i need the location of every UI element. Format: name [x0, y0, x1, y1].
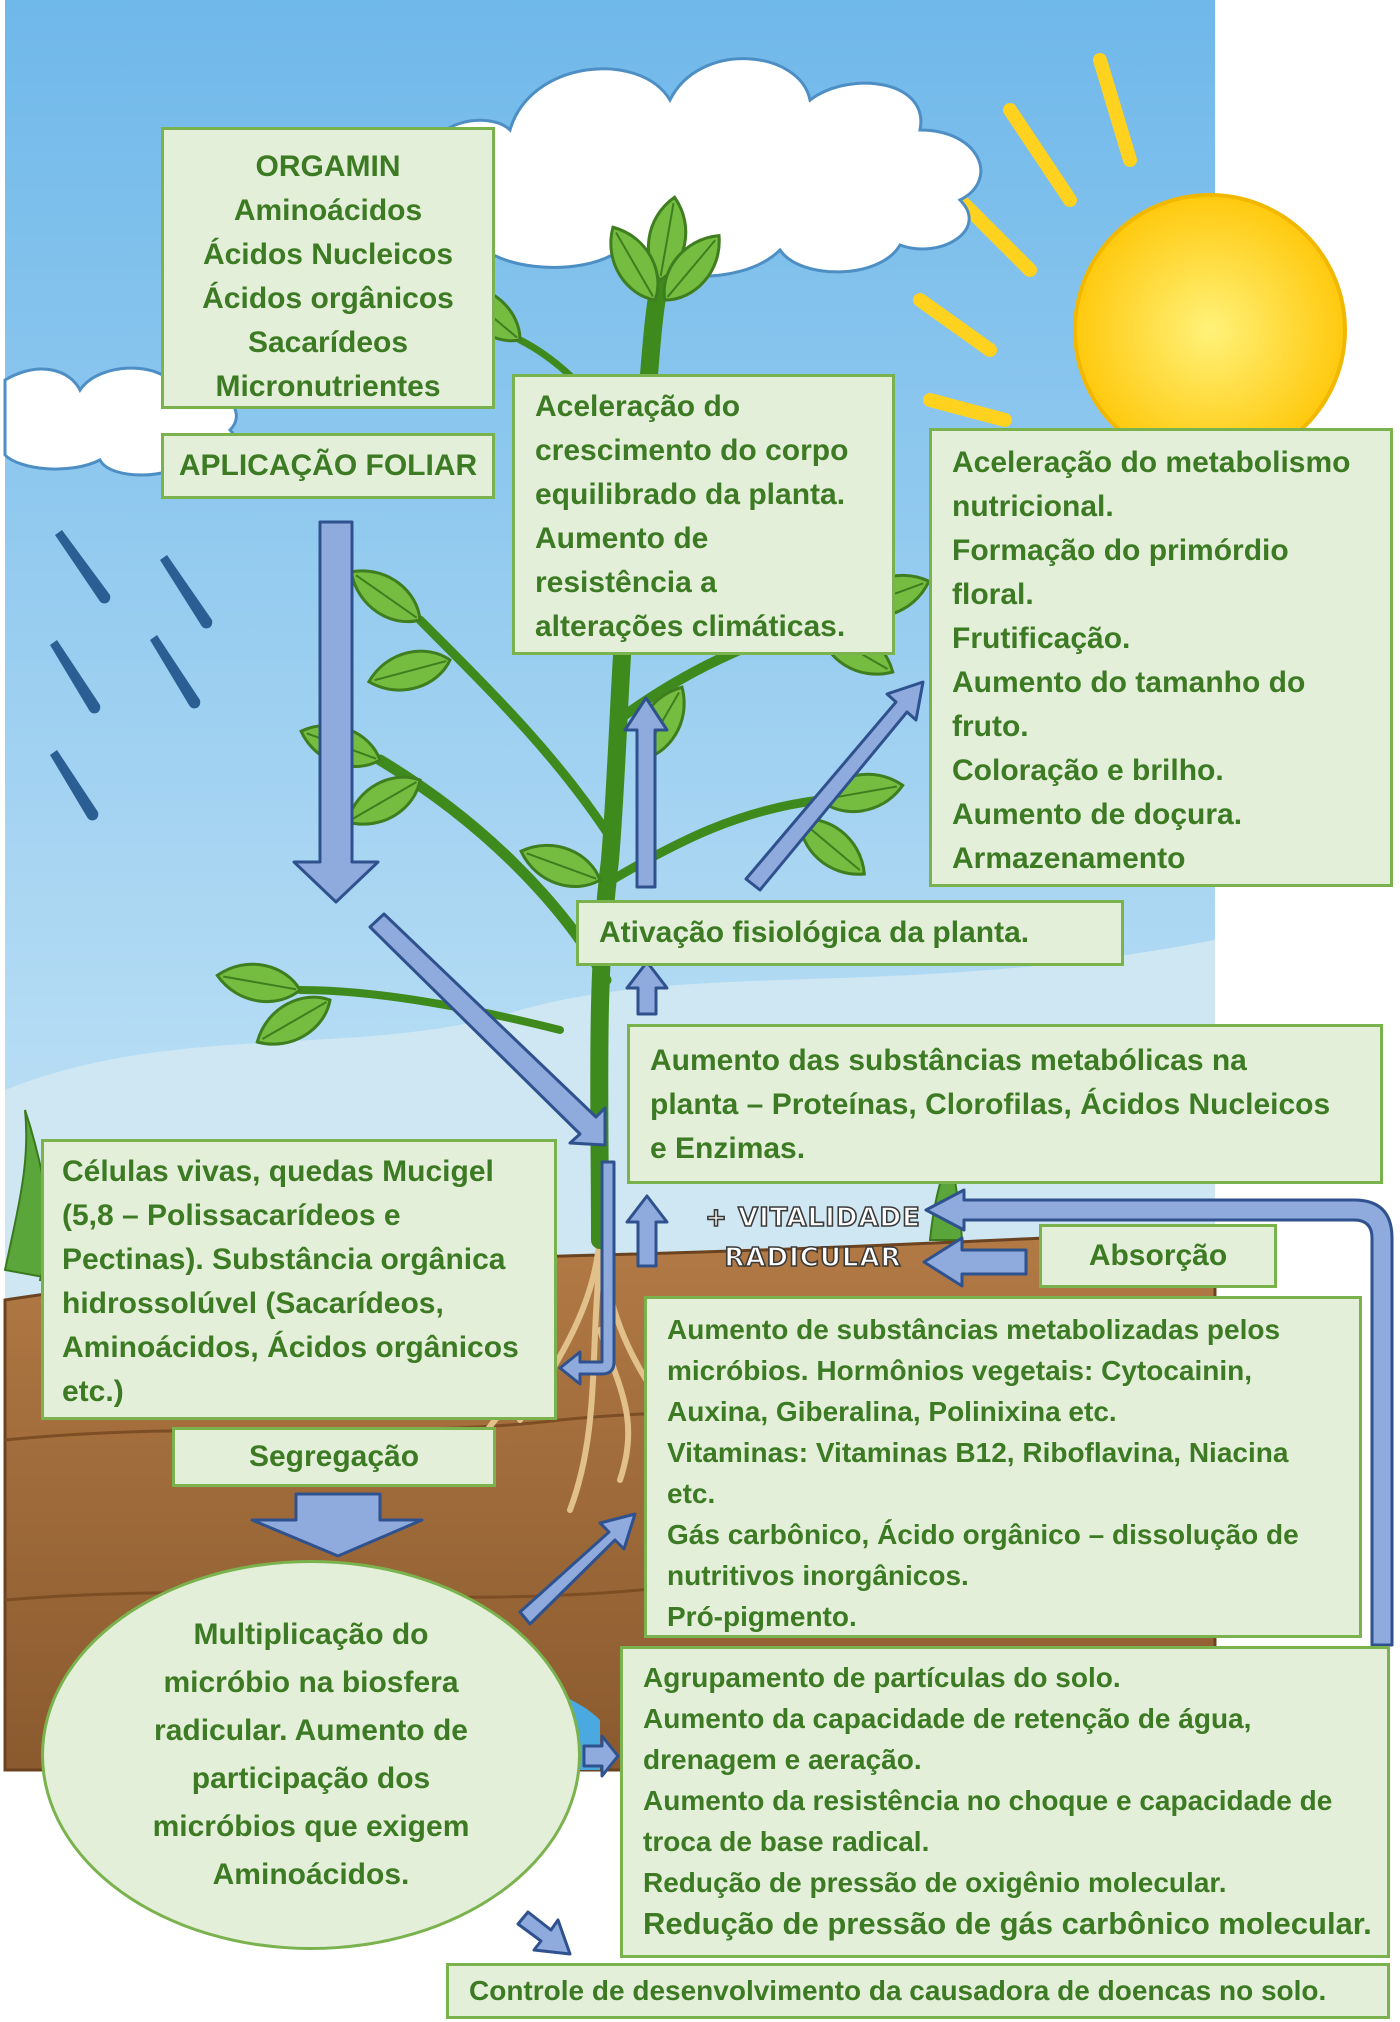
microbe-substances-line: Auxina, Giberalina, Polinixina etc. [667, 1396, 1117, 1427]
absorption-box: Absorção [1039, 1224, 1277, 1288]
microbe-ellipse-line: participação dos [191, 1762, 431, 1795]
growth-box: Aceleração do crescimento do corpo equil… [512, 374, 895, 655]
right-arrow-icon [582, 1734, 620, 1778]
ingredient-item: Sacarídeos [247, 326, 409, 359]
soil-benefit-line: Redução de pressão de oxigênio molecular… [643, 1867, 1227, 1898]
microbe-substances-line: Aumento de substâncias metabolizadas pel… [667, 1314, 1281, 1345]
microbe-substances-line: Pró-pigmento. [667, 1601, 857, 1632]
microbe-substances-line: Gás carbônico, Ácido orgânico – dissoluç… [667, 1519, 1299, 1550]
metabolism-line: Armazenamento [952, 842, 1186, 875]
vitality-line: RADICULAR [724, 1242, 902, 1274]
absorption-label: Absorção [1088, 1239, 1228, 1272]
microbe-substances-line: micróbios. Hormônios vegetais: Cytocaini… [667, 1355, 1253, 1386]
ingredients-box: ORGAMIN Aminoácidos Ácidos Nucleicos Áci… [161, 127, 495, 409]
raindrops [50, 530, 213, 821]
cells-line: (5,8 – Polissacarídeos e [62, 1199, 401, 1232]
growth-line: crescimento do corpo [535, 434, 849, 467]
metabolism-line: Coloração e brilho. [952, 754, 1224, 787]
cells-box: Células vivas, quedas Mucigel (5,8 – Pol… [41, 1139, 557, 1420]
disease-control-box: Controle de desenvolvimento da causadora… [446, 1963, 1390, 2019]
left-arrow-icon [922, 1236, 1028, 1288]
cells-line: hidrossolúvel (Sacarídeos, [62, 1287, 444, 1320]
microbe-ellipse-line: Multiplicação do [193, 1618, 429, 1651]
soil-benefit-line: drenagem e aeração. [643, 1744, 922, 1775]
metabolic-line: e Enzimas. [650, 1132, 806, 1165]
microbe-ellipse-line: micróbio na biosfera [163, 1666, 459, 1699]
hook-arrow-icon [558, 1160, 616, 1386]
diagonal-arrow-icon [368, 912, 607, 1147]
up-arrow-icon [623, 696, 669, 889]
microbe-substances-line: etc. [667, 1478, 716, 1509]
segregation-box: Segregação [172, 1427, 496, 1487]
metabolism-line: fruto. [952, 710, 1029, 743]
activation-label: Ativação fisiológica da planta. [599, 916, 1030, 949]
growth-line: equilibrado da planta. [535, 478, 846, 511]
foliar-application-label: APLICAÇÃO FOLIAR [178, 449, 478, 482]
vitality-line: + VITALIDADE [704, 1202, 921, 1234]
diagonal-arrow-icon [744, 680, 925, 892]
soil-benefit-line: Agrupamento de partículas do solo. [643, 1662, 1121, 1693]
diagonal-arrow-icon [518, 1512, 637, 1626]
cells-line: Aminoácidos, Ácidos orgânicos [62, 1331, 519, 1364]
metabolism-line: Formação do primórdio [952, 534, 1289, 567]
foliar-application-box: APLICAÇÃO FOLIAR [161, 433, 495, 499]
down-arrow-icon [250, 1492, 424, 1558]
disease-control-label: Controle de desenvolvimento da causadora… [469, 1975, 1327, 2006]
metabolism-line: floral. [952, 578, 1034, 611]
growth-line: resistência a [535, 566, 717, 599]
ingredient-title: ORGAMIN [255, 150, 401, 183]
soil-benefits-box: Agrupamento de partículas do solo. Aumen… [620, 1646, 1390, 1958]
growth-line: alterações climáticas. [535, 610, 846, 643]
ingredient-item: Ácidos orgânicos [202, 282, 454, 315]
soil-benefit-line: troca de base radical. [643, 1826, 930, 1857]
microbe-substances-box: Aumento de substâncias metabolizadas pel… [644, 1296, 1362, 1638]
growth-line: Aumento de [535, 522, 709, 555]
ingredient-item: Micronutrientes [215, 370, 441, 403]
diagonal-arrow-icon [516, 1910, 572, 1956]
metabolism-line: Aceleração do metabolismo [952, 446, 1351, 479]
microbe-ellipse-line: Aminoácidos. [212, 1858, 410, 1891]
metabolic-line: Aumento das substâncias metabólicas na [650, 1044, 1247, 1077]
curved-arrow-icon [924, 1188, 1394, 1647]
up-arrow-icon [625, 960, 669, 1016]
vitality-label: + VITALIDADE RADICULAR [678, 1198, 948, 1278]
metabolism-line: Aumento de doçura. [952, 798, 1243, 831]
growth-line: Aceleração do [535, 390, 741, 423]
cells-line: Células vivas, quedas Mucigel [62, 1155, 494, 1188]
microbe-ellipse-line: micróbios que exigem [152, 1810, 470, 1843]
microbe-substances-line: nutritivos inorgânicos. [667, 1560, 969, 1591]
ingredient-item: Ácidos Nucleicos [202, 238, 454, 271]
metabolism-line: nutricional. [952, 490, 1114, 523]
metabolism-line: Aumento do tamanho do [952, 666, 1306, 699]
microbe-ellipse-line: radicular. Aumento de [154, 1714, 468, 1747]
cloud-icon [414, 57, 983, 278]
metabolism-line: Frutificação. [952, 622, 1131, 655]
microbe-multiplication-ellipse: Multiplicação do micróbio na biosfera ra… [41, 1560, 581, 1950]
up-arrow-icon [625, 1194, 669, 1268]
microbe-substances-line: Vitaminas: Vitaminas B12, Riboflavina, N… [667, 1437, 1289, 1468]
segregation-label: Segregação [248, 1440, 420, 1473]
soil-benefit-line: Redução de pressão de gás carbônico mole… [643, 1906, 1372, 1941]
sun-icon [913, 53, 1347, 467]
metabolism-box: Aceleração do metabolismo nutricional. F… [929, 428, 1393, 887]
down-arrow-icon [292, 520, 380, 904]
ingredient-item: Aminoácidos [233, 194, 423, 227]
cells-line: Pectinas). Substância orgânica [62, 1243, 506, 1276]
activation-box: Ativação fisiológica da planta. [576, 900, 1124, 966]
cells-line: etc.) [62, 1375, 124, 1408]
soil-benefit-line: Aumento da resistência no choque e capac… [643, 1785, 1333, 1816]
soil-benefit-line: Aumento da capacidade de retenção de águ… [643, 1703, 1252, 1734]
metabolic-line: planta – Proteínas, Clorofilas, Ácidos N… [650, 1088, 1331, 1121]
metabolic-substances-box: Aumento das substâncias metabólicas na p… [627, 1024, 1383, 1184]
